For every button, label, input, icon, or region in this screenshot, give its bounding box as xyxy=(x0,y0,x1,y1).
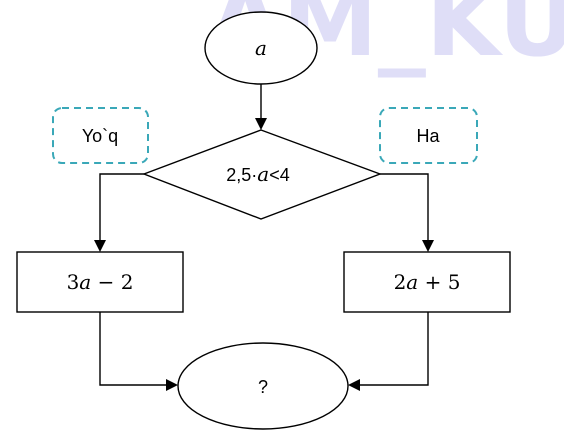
expr-yes-variable: a xyxy=(406,270,418,294)
expr-yes-right: + 5 xyxy=(418,270,460,294)
arrow-yes-to-end xyxy=(348,312,429,391)
process-no-expression: 3a − 2 xyxy=(67,270,134,294)
end-label: ? xyxy=(258,377,268,397)
label-no-text: Yo`q xyxy=(82,126,118,146)
expr-yes-left: 2 xyxy=(394,270,407,294)
label-yes-box: Ha xyxy=(379,107,478,164)
label-no-border xyxy=(52,107,149,164)
decision-node: 2,5·a<4 xyxy=(142,129,382,220)
arrow-no-to-end xyxy=(99,312,178,391)
process-yes-box xyxy=(343,251,511,313)
arrow-start-to-decision xyxy=(255,84,267,130)
end-ellipse xyxy=(177,342,349,430)
decision-condition: 2,5·a<4 xyxy=(226,162,290,186)
label-yes-border xyxy=(379,107,478,164)
process-no-box xyxy=(16,251,184,313)
label-no-box: Yo`q xyxy=(52,107,149,164)
expr-no-left: 3 xyxy=(67,270,80,294)
process-yes-node: 2a + 5 xyxy=(343,251,511,313)
process-yes-expression: 2a + 5 xyxy=(394,270,461,294)
condition-coefficient: 2,5· xyxy=(226,165,257,185)
process-no-node: 3a − 2 xyxy=(16,251,184,313)
condition-relation: <4 xyxy=(269,165,290,185)
start-variable: a xyxy=(255,36,267,60)
end-node: ? xyxy=(177,342,349,430)
expr-no-variable: a xyxy=(79,270,91,294)
expr-no-right: − 2 xyxy=(91,270,133,294)
label-yes-text: Ha xyxy=(416,126,440,146)
start-node: a xyxy=(204,11,318,85)
condition-variable: a xyxy=(257,162,269,186)
decision-diamond xyxy=(142,129,382,220)
arrow-decision-to-no xyxy=(94,173,144,252)
arrow-decision-to-yes xyxy=(380,173,434,252)
